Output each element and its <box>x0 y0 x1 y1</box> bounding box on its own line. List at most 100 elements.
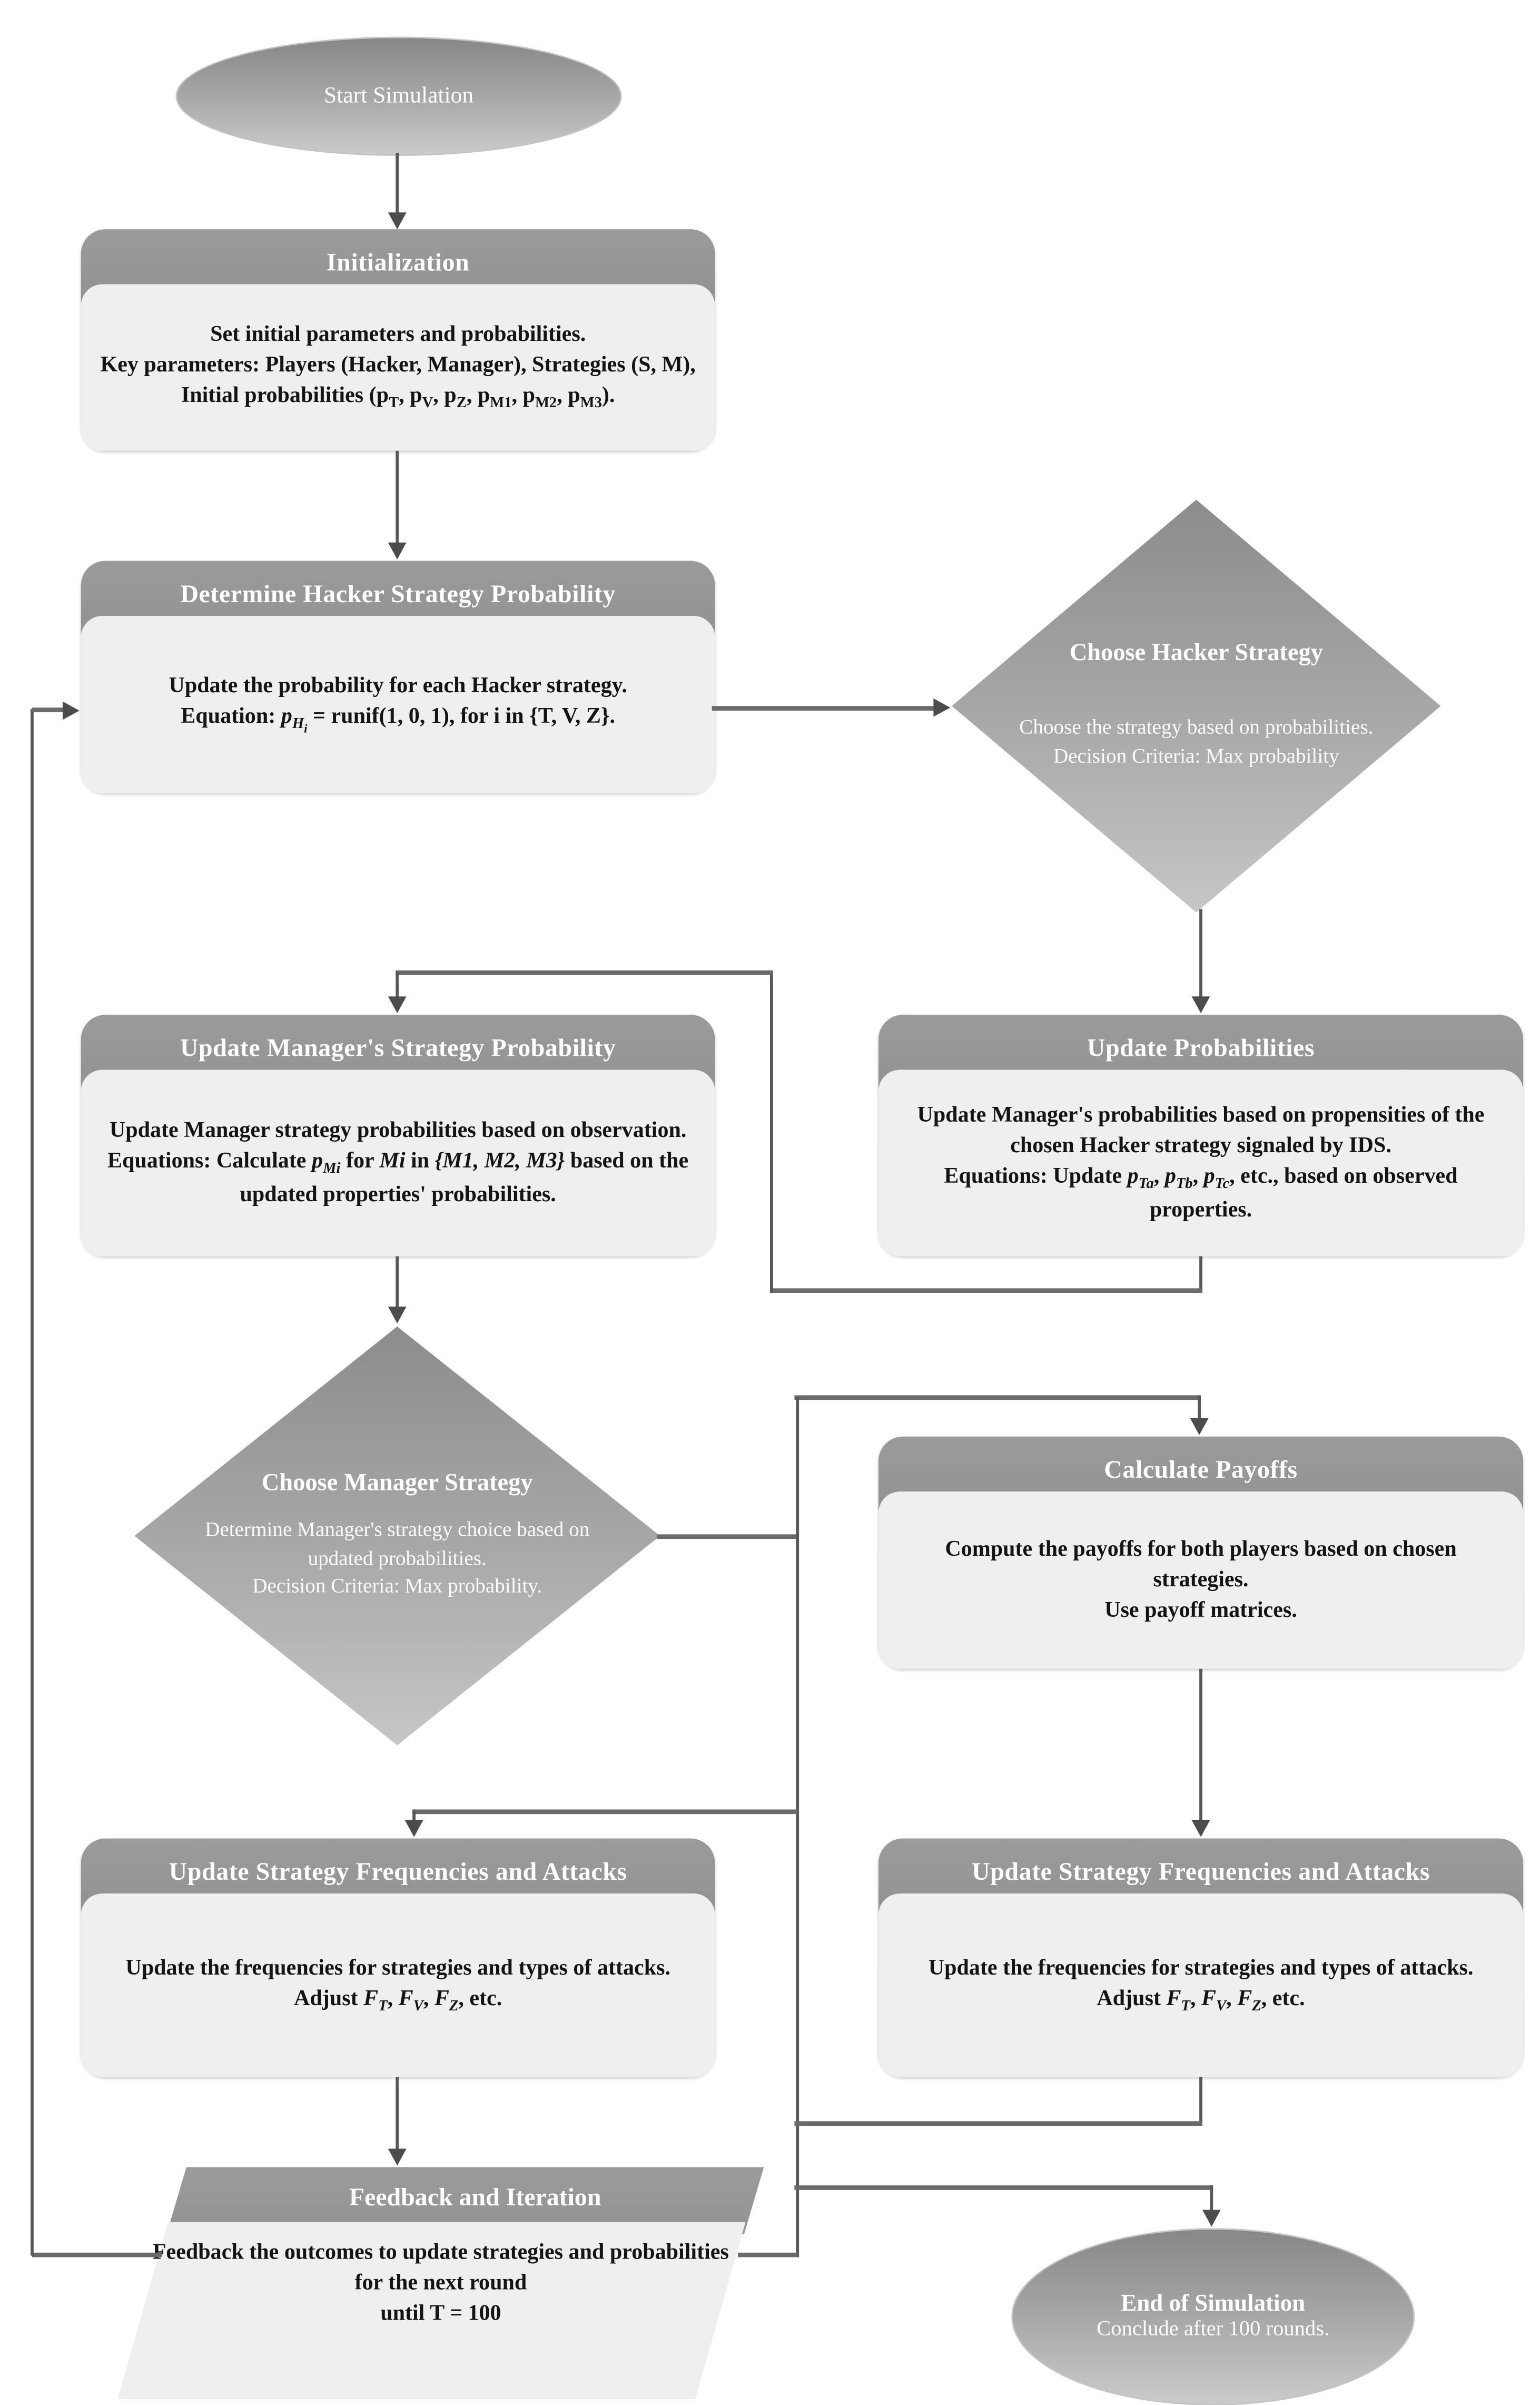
arrowhead-bus-to-end <box>1202 2210 1221 2227</box>
node-update-manager-body: Update Manager strategy probabilities ba… <box>81 1069 715 1257</box>
node-end-of-simulation: End of Simulation Conclude after 100 rou… <box>1011 2228 1415 2405</box>
node-update-probabilities-title: Update Probabilities <box>1087 1033 1315 1063</box>
node-update-strategy-frequencies-right: Update Strategy Frequencies and Attacks … <box>878 1838 1524 2077</box>
node-initialization-body: Set initial parameters and probabilities… <box>81 284 715 451</box>
node-feedback-title: Feedback and Iteration <box>186 2167 764 2228</box>
text-line: Key parameters: Players (Hacker, Manager… <box>100 354 696 413</box>
connector-loop-top <box>32 708 66 712</box>
arrowhead-init-to-determine <box>387 542 406 559</box>
node-calculate-payoffs: Calculate Payoffs Compute the payoffs fo… <box>878 1436 1524 1669</box>
text-line: Update the frequencies for strategies an… <box>928 1956 1474 1981</box>
node-choose-manager-strategy: Choose Manager Strategy Determine Manage… <box>134 1326 660 1745</box>
text-line: Update the probability for each Hacker s… <box>169 673 627 699</box>
node-choose-hacker-strategy: Choose Hacker Strategy Choose the strate… <box>952 499 1441 912</box>
node-feedback-text: Feedback the outcomes to update strategi… <box>139 2237 743 2329</box>
node-feedback-body <box>117 2222 746 2400</box>
node-update-manager-header: Update Manager's Strategy Probability <box>81 1015 715 1082</box>
node-update-manager-title: Update Manager's Strategy Probability <box>180 1033 616 1063</box>
text-line: Feedback the outcomes to update strategi… <box>152 2240 729 2296</box>
connector-bus-to-end <box>794 2184 1213 2190</box>
node-determine-hacker-title: Determine Hacker Strategy Probability <box>180 579 616 608</box>
connector-choosemgr-to-calc-seg2 <box>794 1394 1201 1399</box>
node-initialization-header: Initialization <box>81 229 715 297</box>
arrowhead-freq-left-to-feedback <box>387 2148 406 2166</box>
node-end-sublabel: Conclude after 100 rounds. <box>1097 2318 1330 2342</box>
node-choose-manager-title: Choose Manager Strategy <box>261 1469 533 1496</box>
node-feedback-title-text: Feedback and Iteration <box>349 2182 601 2212</box>
connector-choosemgr-to-calc-seg3 <box>1198 1395 1201 1420</box>
connector-bus-to-end-drop <box>1210 2185 1213 2212</box>
equation-line: Equations: Update pTa, pTb, pTc, etc., b… <box>944 1164 1458 1223</box>
node-update-managers-strategy-probability: Update Manager's Strategy Probability Up… <box>81 1015 715 1257</box>
connector-freq-right-to-bus <box>794 2121 1202 2126</box>
connector-vertical-bus <box>795 1397 798 2257</box>
text-line: Update Manager strategy probabilities ba… <box>109 1118 687 1143</box>
node-update-freq-left-title: Update Strategy Frequencies and Attacks <box>169 1857 627 1886</box>
arrowhead-start-to-init <box>387 212 406 230</box>
connector-calc-to-freq-right <box>1199 1668 1202 1822</box>
connector-bus-to-freq-left-drop <box>412 1809 416 1823</box>
node-choose-hacker-title: Choose Hacker Strategy <box>1069 640 1323 667</box>
node-calculate-payoffs-header: Calculate Payoffs <box>878 1437 1523 1504</box>
arrowhead-updatemgr-to-choose-manager <box>387 1307 406 1324</box>
connector-freq-left-to-feedback <box>394 2077 398 2151</box>
connector-loop-bottom <box>32 2252 162 2257</box>
connector-updatemgr-to-choose-manager <box>394 1256 398 1309</box>
connector-init-to-determine <box>394 450 398 544</box>
arrowhead-loop-to-determine <box>62 701 80 719</box>
node-update-probabilities-body: Update Manager's probabilities based on … <box>878 1069 1524 1257</box>
node-update-strategy-frequencies-left: Update Strategy Frequencies and Attacks … <box>81 1838 715 2077</box>
arrowhead-choose-hacker-to-update-prob <box>1191 996 1210 1014</box>
equation-line: Adjust FT, FV, FZ, etc. <box>1097 1986 1305 2015</box>
text-line: Determine Manager's strategy choice base… <box>205 1517 590 1569</box>
connector-loop-vertical <box>31 709 34 2256</box>
connector-feedback-to-bus <box>738 2252 798 2257</box>
connector-updateprob-to-updatemgr-seg5 <box>394 971 398 998</box>
connector-updateprob-to-updatemgr-seg1 <box>1199 1256 1202 1293</box>
equation-line: Equations: Calculate pMi for Mi in {M1, … <box>107 1149 689 1208</box>
arrowhead-determine-to-choose-hacker <box>933 698 951 717</box>
node-initialization: Initialization Set initial parameters an… <box>81 229 715 451</box>
connector-choosemgr-to-calc-seg1 <box>657 1533 798 1538</box>
node-end-label: End of Simulation <box>1121 2291 1306 2317</box>
equation-line: Adjust FT, FV, FZ, etc. <box>294 1986 502 2015</box>
equation-line: Equation: pHi = runif(1, 0, 1), for i in… <box>181 704 616 735</box>
text-line: Use payoff matrices. <box>1104 1598 1297 1623</box>
text-line: Update Manager's probabilities based on … <box>917 1103 1485 1159</box>
node-update-freq-right-header: Update Strategy Frequencies and Attacks <box>878 1839 1523 1906</box>
node-update-freq-right-body: Update the frequencies for strategies an… <box>878 1893 1524 2077</box>
node-update-freq-left-header: Update Strategy Frequencies and Attacks <box>81 1839 715 1906</box>
connector-freq-right-to-bus-drop <box>1199 2077 1202 2126</box>
node-determine-hacker-header: Determine Hacker Strategy Probability <box>81 561 715 629</box>
node-initialization-title: Initialization <box>326 247 470 277</box>
connector-determine-to-choose-hacker <box>712 705 935 710</box>
node-update-probabilities-header: Update Probabilities <box>878 1015 1523 1082</box>
connector-updateprob-to-updatemgr-seg4 <box>396 970 773 975</box>
text-line: Decision Criteria: Max probability <box>1053 744 1339 768</box>
node-start-simulation: Start Simulation <box>175 36 622 156</box>
arrowhead-choosemgr-to-calc <box>1190 1418 1209 1435</box>
node-update-probabilities: Update Probabilities Update Manager's pr… <box>878 1015 1524 1257</box>
node-update-freq-left-body: Update the frequencies for strategies an… <box>81 1893 715 2077</box>
connector-updateprob-to-updatemgr-seg3 <box>770 971 773 1293</box>
connector-bus-to-freq-left <box>412 1809 798 1813</box>
node-update-freq-right-title: Update Strategy Frequencies and Attacks <box>972 1857 1430 1886</box>
node-start-simulation-label: Start Simulation <box>324 83 474 108</box>
text-line: Choose the strategy based on probabiliti… <box>1019 715 1374 739</box>
node-feedback-and-iteration: Feedback and Iteration Feedback the outc… <box>117 2167 764 2400</box>
node-determine-hacker-strategy-probability: Determine Hacker Strategy Probability Up… <box>81 561 715 793</box>
connector-choose-hacker-to-update-prob <box>1199 909 1202 998</box>
text-line: Set initial parameters and probabilities… <box>210 323 586 348</box>
arrowhead-updateprob-to-updatemgr <box>387 996 406 1014</box>
node-calculate-payoffs-body: Compute the payoffs for both players bas… <box>878 1491 1524 1669</box>
connector-start-to-init <box>394 153 398 214</box>
text-line: Decision Criteria: Max probability. <box>252 1575 542 1598</box>
text-line: Compute the payoffs for both players bas… <box>945 1537 1457 1593</box>
node-calculate-payoffs-title: Calculate Payoffs <box>1104 1455 1298 1484</box>
text-line: until T = 100 <box>380 2301 501 2327</box>
connector-updateprob-to-updatemgr-seg2 <box>770 1288 1202 1293</box>
arrowhead-calc-to-freq-right <box>1191 1820 1210 1837</box>
text-line: Update the frequencies for strategies an… <box>125 1956 670 1981</box>
